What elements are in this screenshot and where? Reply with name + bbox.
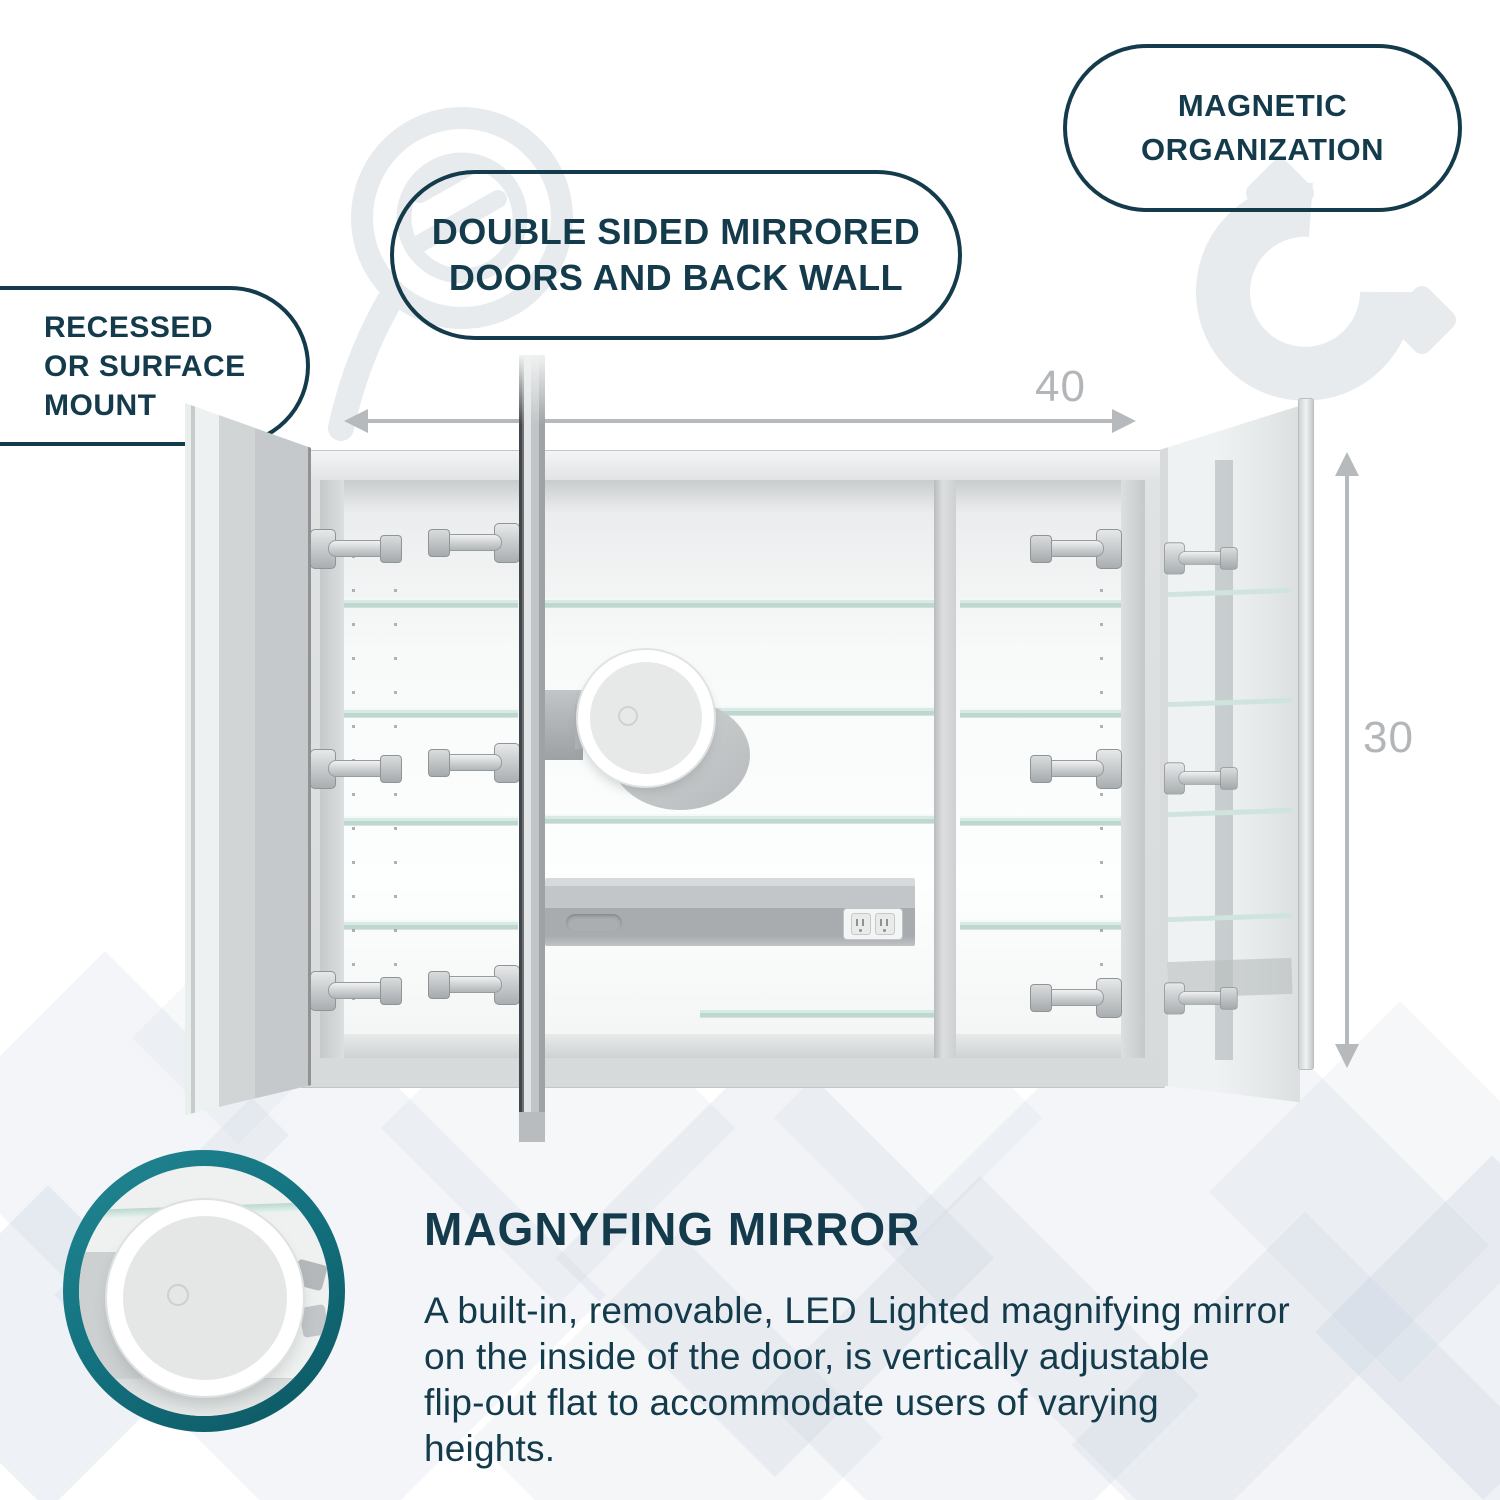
outlet-socket — [875, 913, 895, 935]
center-door-edge — [519, 355, 545, 1142]
callout-text: ORGANIZATION — [1140, 132, 1385, 167]
feature-description-line: flip-out flat to accommodate users of va… — [424, 1382, 1159, 1423]
feature-description-line: heights. — [424, 1428, 556, 1469]
glass-shelf — [545, 814, 934, 823]
feature-description: A built-in, removable, LED Lighted magni… — [424, 1288, 1414, 1472]
center-door-bottom-cap — [519, 1112, 545, 1142]
door-hinge — [1030, 746, 1122, 790]
feature-description-line: A built-in, removable, LED Lighted magni… — [424, 1290, 1290, 1331]
callout-double-sided-mirrored: DOUBLE SIDED MIRRORED DOORS AND BACK WAL… — [390, 170, 962, 340]
glass-shelf — [960, 816, 1121, 825]
callout-text: DOORS AND BACK WALL — [448, 257, 904, 298]
door-hinge — [428, 520, 520, 564]
shelf-pin-holes — [1100, 555, 1103, 1025]
inset-touch-button — [167, 1284, 189, 1306]
door-hinge — [310, 746, 402, 790]
glass-shelf — [960, 708, 1121, 717]
door-hinge — [1164, 540, 1238, 575]
inset-led-mirror — [107, 1200, 303, 1396]
glass-shelf — [344, 816, 518, 825]
callout-text: RECESSED — [44, 310, 214, 344]
cabinet-floor — [320, 1034, 1145, 1058]
cabinet-divider — [934, 480, 956, 1058]
glass-shelf — [545, 598, 934, 607]
medicine-cabinet-photo — [180, 350, 1320, 1160]
glass-shelf — [344, 920, 518, 929]
magnifier-touch-button — [618, 706, 638, 726]
door-hinge — [428, 740, 520, 784]
rail-slot — [566, 914, 622, 932]
glass-shelf — [545, 706, 934, 715]
outlet-socket — [851, 913, 871, 935]
callout-text: MAGNETIC — [1177, 88, 1348, 123]
glass-shelf — [700, 1008, 934, 1017]
glass-shelf — [960, 598, 1121, 607]
callout-text: OR SURFACE — [44, 349, 246, 383]
width-dimension-label: 40 — [1035, 362, 1086, 411]
width-dimension-arrow — [344, 409, 1136, 433]
magnifying-mirror — [578, 650, 714, 786]
glass-shelf — [344, 598, 518, 607]
left-door-inner-edge — [308, 403, 311, 1115]
height-dimension-label: 30 — [1363, 713, 1414, 762]
inset-photo — [79, 1166, 329, 1416]
right-door-open — [1160, 405, 1300, 1103]
door-hinge — [1030, 526, 1122, 570]
inset-hinge — [298, 1303, 329, 1339]
callout-recessed-or-surface-mount: RECESSED OR SURFACE MOUNT — [0, 286, 310, 446]
door-reflection-divider — [1215, 460, 1233, 1060]
height-dimension-arrow — [1335, 452, 1359, 1068]
feature-title: MAGNYFING MIRROR — [424, 1203, 921, 1255]
magnifying-mirror-inset — [63, 1150, 345, 1432]
callout-text: MOUNT — [44, 388, 157, 422]
door-hinge — [1164, 760, 1238, 795]
cabinet-top-bevel — [320, 480, 1145, 514]
center-door-top-cap — [519, 355, 545, 425]
glass-shelf — [344, 708, 518, 717]
callout-magnetic-organization: MAGNETIC ORGANIZATION — [1063, 44, 1462, 212]
shelf-pin-holes — [352, 555, 355, 1025]
door-hinge — [310, 526, 402, 570]
door-hinge — [310, 968, 402, 1012]
callout-text: DOUBLE SIDED MIRRORED — [431, 211, 921, 252]
glass-shelf — [960, 920, 1121, 929]
power-rail — [545, 878, 915, 946]
power-outlet — [843, 908, 903, 940]
door-hinge — [428, 962, 520, 1006]
cabinet-right-wall — [1121, 480, 1145, 1058]
door-hinge — [1164, 980, 1238, 1015]
right-door-outer-edge — [1298, 398, 1314, 1070]
shelf-pin-holes — [394, 555, 397, 1025]
door-hinge — [1030, 975, 1122, 1019]
feature-description-line: on the inside of the door, is vertically… — [424, 1336, 1210, 1377]
left-door-open — [185, 403, 311, 1115]
